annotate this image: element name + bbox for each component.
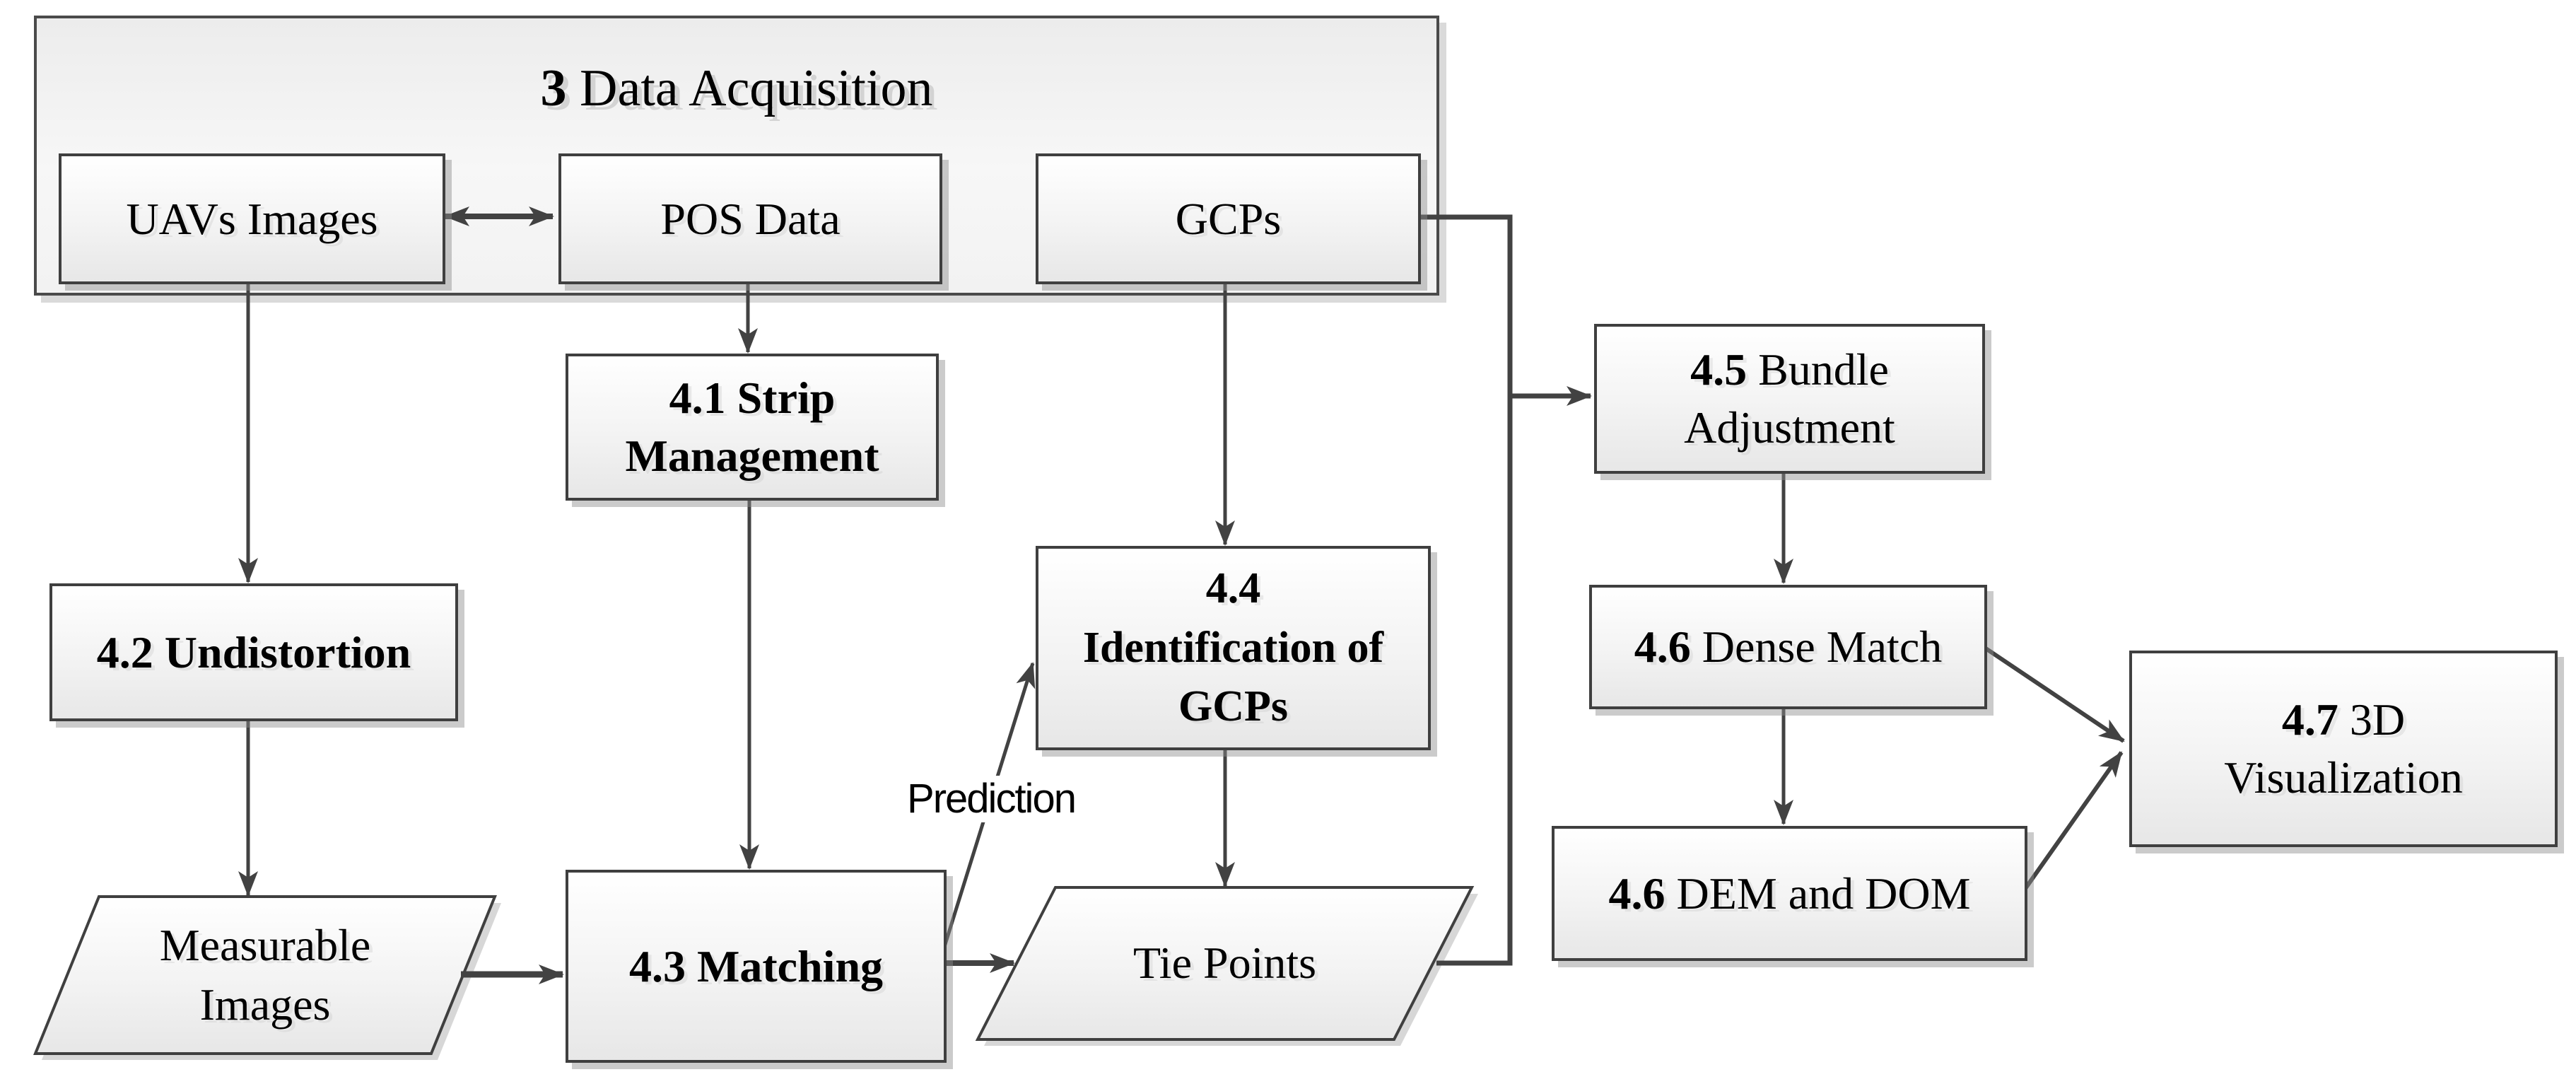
node-tie-points-shape [975, 886, 1475, 1041]
edge-label-prediction: Prediction [900, 776, 1082, 822]
node-uavs-images: UAVs Images [59, 153, 445, 284]
dem-dom-number: 4.6 [1608, 868, 1665, 919]
edge-gcps-tie-points-connector [1417, 214, 1513, 966]
node-dem-dom: 4.6 DEM and DOM [1552, 826, 2027, 961]
node-uavs-images-label: UAVs Images [126, 193, 378, 244]
identification-line3: GCPs [1178, 682, 1288, 731]
dense-match-text: Dense Match [1702, 622, 1943, 672]
node-dense-match-label: 4.6 Dense Match [1634, 618, 1942, 676]
visualization-number: 4.7 [2281, 694, 2338, 745]
node-pos-data-label: POS Data [660, 193, 841, 244]
node-matching: 4.3 Matching [566, 870, 947, 1063]
group-title: 3 Data Acquisition [37, 62, 1436, 115]
node-undistortion-label: 4.2 Undistortion [96, 626, 411, 677]
dem-dom-text: DEM and DOM [1676, 868, 1971, 919]
bundle-line1: Bundle [1758, 344, 1889, 395]
node-pos-data: POS Data [558, 153, 942, 284]
edge-dense-match-to-visualization [1982, 645, 2125, 743]
group-title-text: Data Acquisition [580, 59, 933, 117]
node-gcps: GCPs [1036, 153, 1421, 284]
identification-line1: 4.4 [1205, 564, 1261, 612]
bundle-line2: Adjustment [1684, 402, 1895, 453]
group-title-number: 3 [540, 59, 567, 117]
strip-line2: Management [625, 431, 879, 481]
node-gcps-label: GCPs [1175, 193, 1282, 244]
node-3d-visualization-label: 4.7 3D Visualization [2224, 691, 2462, 807]
visualization-line1: 3D [2349, 694, 2406, 745]
visualization-line2: Visualization [2224, 752, 2463, 803]
identification-line2: Identification of [1082, 623, 1384, 672]
strip-line1: 4.1 Strip [669, 373, 836, 424]
node-dense-match: 4.6 Dense Match [1589, 585, 1987, 709]
node-3d-visualization: 4.7 3D Visualization [2129, 651, 2558, 847]
edge-dem-dom-to-visualization [2022, 751, 2124, 891]
node-matching-label: 4.3 Matching [628, 940, 884, 991]
node-measurable-images-shape [33, 895, 497, 1055]
dense-match-number: 4.6 [1634, 622, 1691, 672]
node-undistortion: 4.2 Undistortion [49, 583, 458, 721]
node-dem-dom-label: 4.6 DEM and DOM [1609, 865, 1971, 923]
bundle-number: 4.5 [1690, 344, 1747, 395]
